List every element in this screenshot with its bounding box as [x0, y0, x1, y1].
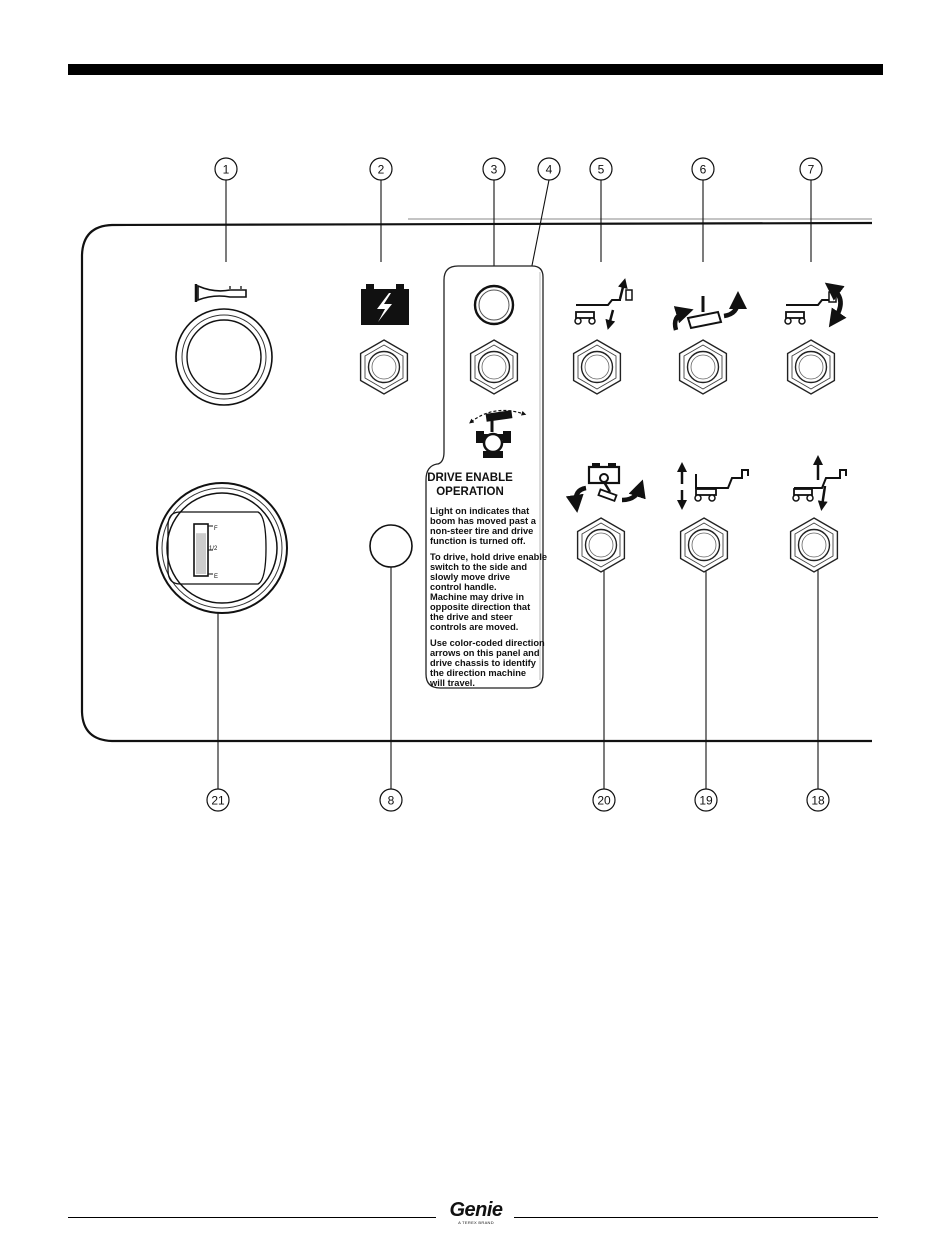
svg-text:7: 7 [808, 163, 815, 177]
battery-icon [361, 284, 409, 325]
footer-line-right [514, 1217, 878, 1218]
drive-enable-indicator-light [473, 284, 515, 326]
callout-6: 6 [691, 157, 715, 181]
callout-21: 21 [206, 788, 230, 812]
panel-outline [80, 221, 873, 743]
svg-text:2: 2 [378, 163, 385, 177]
steer-icon [565, 463, 646, 513]
callout-8: 7 8 [379, 788, 403, 812]
callout-1: 1 [214, 157, 238, 181]
footer-tagline: A TEREX BRAND [458, 1220, 494, 1225]
turntable-switch[interactable] [678, 339, 728, 395]
callout-4: 4 [537, 157, 561, 181]
secondary-boom-icon [677, 462, 749, 510]
genie-logo: Genie A TEREX BRAND [436, 1200, 516, 1225]
svg-text:controls are moved.: controls are moved. [430, 622, 518, 632]
svg-text:opposite direction that: opposite direction that [430, 602, 530, 612]
callout-7: 7 [799, 157, 823, 181]
callout-2: 2 [369, 157, 393, 181]
svg-text:drive chassis to identify: drive chassis to identify [430, 658, 537, 668]
svg-text:Machine may drive in: Machine may drive in [430, 592, 524, 602]
svg-text:Use color-coded direction: Use color-coded direction [430, 638, 545, 648]
jib-boom-icon [784, 282, 847, 328]
horn-icon [194, 284, 247, 302]
callout-5: 5 [589, 157, 613, 181]
secondary-boom-up-down-switch[interactable] [789, 517, 839, 573]
svg-text:boom has moved past a: boom has moved past a [430, 516, 537, 526]
svg-text:5: 5 [598, 163, 605, 177]
svg-text:the direction machine: the direction machine [430, 668, 526, 678]
svg-text:1: 1 [223, 163, 230, 177]
indicator-light-8 [369, 524, 413, 568]
steer-switch[interactable] [576, 517, 626, 573]
svg-text:will travel.: will travel. [429, 678, 475, 688]
svg-text:OPERATION: OPERATION [436, 486, 504, 498]
footer-brand: Genie [449, 1199, 503, 1221]
svg-text:the drive and steer: the drive and steer [430, 612, 513, 622]
battery-switch[interactable] [359, 339, 409, 395]
svg-text:switch to the side and: switch to the side and [430, 562, 527, 572]
drive-enable-label: DRIVE ENABLE OPERATION Light on indicate… [425, 265, 547, 689]
svg-text:function is turned off.: function is turned off. [430, 536, 526, 546]
svg-text:19: 19 [699, 794, 713, 808]
svg-text:To drive, hold drive enable: To drive, hold drive enable [430, 552, 547, 562]
svg-text:6: 6 [700, 163, 707, 177]
svg-text:3: 3 [491, 163, 498, 177]
svg-text:E: E [214, 574, 218, 580]
secondary-boom-up-down-icon [792, 455, 847, 511]
svg-text:1/2: 1/2 [209, 546, 218, 552]
jib-boom-switch[interactable] [786, 339, 836, 395]
footer-line-left [68, 1217, 436, 1218]
primary-boom-up-down-icon [574, 278, 633, 330]
horn-button[interactable] [175, 308, 273, 406]
svg-text:8: 8 [388, 794, 395, 808]
svg-text:18: 18 [811, 794, 825, 808]
svg-text:arrows on this panel and: arrows on this panel and [430, 648, 540, 658]
callout-20: 20 [592, 788, 616, 812]
callout-19: 19 [694, 788, 718, 812]
header-bar [68, 64, 883, 75]
turntable-rotate-icon [672, 291, 747, 331]
svg-text:21: 21 [211, 794, 225, 808]
svg-text:control handle.: control handle. [430, 582, 497, 592]
secondary-boom-switch[interactable] [679, 517, 729, 573]
callout-3: 3 [482, 157, 506, 181]
fuel-gauge: F 1/2 E [156, 482, 288, 614]
svg-text:F: F [214, 526, 218, 532]
svg-text:20: 20 [597, 794, 611, 808]
svg-text:Light on indicates that: Light on indicates that [430, 506, 529, 516]
svg-text:DRIVE ENABLE: DRIVE ENABLE [427, 472, 513, 484]
svg-text:4: 4 [546, 163, 553, 177]
drive-enable-icon [469, 409, 527, 458]
svg-text:non-steer tire and drive: non-steer tire and drive [430, 526, 533, 536]
callout-18: 18 [806, 788, 830, 812]
primary-boom-switch[interactable] [572, 339, 622, 395]
svg-text:slowly move drive: slowly move drive [430, 572, 510, 582]
